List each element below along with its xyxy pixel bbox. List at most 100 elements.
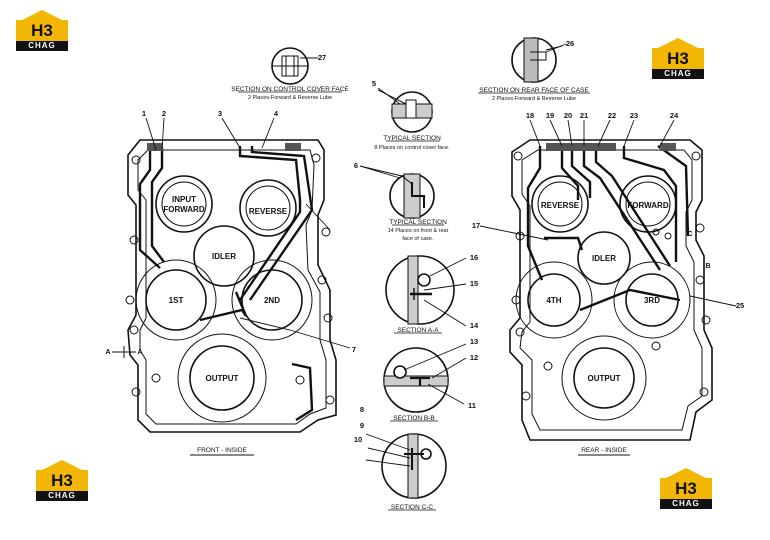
front-reverse-bore-inner xyxy=(245,185,291,231)
detail-rear-face xyxy=(511,37,563,83)
rear-forward-bore-inner xyxy=(625,181,671,227)
rear-bolt-holes xyxy=(511,151,711,401)
detail-section-bb xyxy=(383,347,449,413)
front-reverse-bore xyxy=(239,179,297,237)
caption-section-bb: SECTION B-B xyxy=(393,415,435,422)
callout-18: 18 xyxy=(526,111,534,120)
front-bolt-holes xyxy=(125,153,335,405)
front-idler-bore xyxy=(193,225,255,287)
callout-20: 20 xyxy=(564,111,572,120)
detail-typical-section-1 xyxy=(377,89,433,133)
detail-control-cover xyxy=(271,47,316,85)
callout-19: 19 xyxy=(546,111,554,120)
rear-output-bore-outer xyxy=(561,335,647,421)
rear-hatch-1 xyxy=(546,143,616,151)
front-label-input: INPUT xyxy=(172,195,196,204)
rear-case: REVERSE FORWARD IDLER 4TH 3RD OUTPUT C B… xyxy=(509,139,713,456)
caption-rear-face: SECTION ON REAR FACE OF CASE xyxy=(479,87,589,94)
callout-numbers: 1 2 3 4 5 6 7 8 9 10 11 12 13 14 15 16 1… xyxy=(142,39,744,444)
caption-typical-1-sub: 8 Places on control cover face. xyxy=(374,145,450,151)
callout-21: 21 xyxy=(580,111,588,120)
front-inside-caption: FRONT - INSIDE xyxy=(197,447,247,454)
rear-case-outline xyxy=(509,139,713,441)
front-a-mark-left: A xyxy=(105,349,110,356)
caption-typical-1: TYPICAL SECTION xyxy=(383,135,441,142)
front-hatch-2 xyxy=(285,143,301,151)
front-label-idler: IDLER xyxy=(212,252,236,261)
detail-typical-section-2 xyxy=(359,165,435,219)
callout-23: 23 xyxy=(630,111,638,120)
caption-control-cover-sub: 2 Places-Forward & Reverse Lube xyxy=(248,95,332,101)
callout-9: 9 xyxy=(360,421,364,430)
caption-section-aa: SECTION A-A xyxy=(397,327,439,334)
callout-17: 17 xyxy=(472,221,480,230)
rear-b-mark: B xyxy=(705,263,710,270)
callout-8: 8 xyxy=(360,405,364,414)
front-label-reverse: REVERSE xyxy=(249,207,288,216)
logo-top-left: H3 CHAG xyxy=(14,10,70,52)
caption-typical-2-sub1: 14 Places on front & rear xyxy=(388,228,449,234)
rear-4th-bore xyxy=(527,273,581,327)
rear-3rd-bore-outer xyxy=(613,261,691,339)
caption-typical-2-sub2: face of case. xyxy=(402,236,434,242)
front-input-forward-bore-inner xyxy=(161,181,207,227)
callout-3: 3 xyxy=(218,109,222,118)
rear-label-idler: IDLER xyxy=(592,254,616,263)
front-1st-bore xyxy=(145,269,207,331)
rear-4th-bore-outer xyxy=(515,261,593,339)
detail-section-aa xyxy=(385,255,455,325)
callout-2: 2 xyxy=(162,109,166,118)
front-label-output: OUTPUT xyxy=(206,374,239,383)
front-output-bore xyxy=(189,345,255,411)
front-a-mark-right: A xyxy=(137,349,142,356)
front-1st-bore-outer xyxy=(135,259,217,341)
callout-4: 4 xyxy=(274,109,279,118)
callout-leaders xyxy=(145,43,737,467)
callout-16: 16 xyxy=(470,253,478,262)
rear-inside-caption: REAR - INSIDE xyxy=(581,447,627,454)
callout-14: 14 xyxy=(470,321,479,330)
rear-c-mark: C xyxy=(687,231,692,238)
callout-26: 26 xyxy=(566,39,574,48)
rear-idler-bore xyxy=(577,231,631,285)
front-label-2nd: 2ND xyxy=(264,296,280,305)
rear-output-bore xyxy=(573,347,635,409)
front-label-1st: 1ST xyxy=(169,296,184,305)
logo-top-right: H3 CHAG xyxy=(650,38,706,80)
rear-label-output: OUTPUT xyxy=(588,374,621,383)
callout-22: 22 xyxy=(608,111,616,120)
caption-rear-face-sub: 2 Places-Forward & Reverse Lube xyxy=(492,96,576,102)
front-label-forward: FORWARD xyxy=(163,205,204,214)
rear-label-forward: FORWARD xyxy=(627,201,668,210)
rear-label-reverse: REVERSE xyxy=(541,201,580,210)
callout-27: 27 xyxy=(318,53,326,62)
front-passages xyxy=(138,146,314,422)
callout-11: 11 xyxy=(468,401,476,410)
caption-typical-2: TYPICAL SECTION xyxy=(389,219,447,226)
front-case: INPUT FORWARD REVERSE IDLER 1ST 2ND OUTP… xyxy=(105,139,337,456)
front-2nd-bore-outer xyxy=(231,259,313,341)
rear-hatch-2 xyxy=(660,143,676,151)
front-input-forward-bore xyxy=(155,175,213,233)
caption-section-cc: SECTION C-C xyxy=(391,504,434,511)
callout-6: 6 xyxy=(354,161,358,170)
callout-5: 5 xyxy=(372,79,376,88)
callout-12: 12 xyxy=(470,353,478,362)
logo-bottom-right: H3 CHAG xyxy=(658,468,714,510)
front-output-bore-outer xyxy=(177,333,267,423)
callout-15: 15 xyxy=(470,279,478,288)
callout-7: 7 xyxy=(352,345,356,354)
detail-section-cc xyxy=(381,433,447,499)
callout-25: 25 xyxy=(736,301,744,310)
rear-label-3rd: 3RD xyxy=(644,296,660,305)
callout-1: 1 xyxy=(142,109,146,118)
rear-case-inner-wall xyxy=(519,149,703,431)
rear-reverse-bore-inner xyxy=(537,181,583,227)
logo-bottom-left: H3 CHAG xyxy=(34,460,90,502)
callout-13: 13 xyxy=(470,337,478,346)
rear-label-4th: 4TH xyxy=(546,296,561,305)
front-case-outline xyxy=(127,139,337,433)
callout-24: 24 xyxy=(670,111,679,120)
